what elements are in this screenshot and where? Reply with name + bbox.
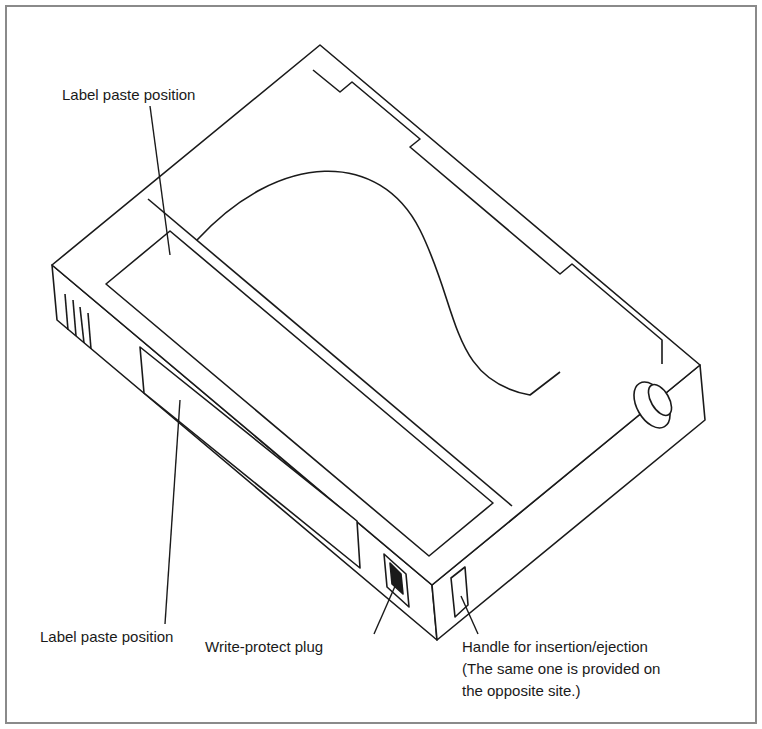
leader-line (461, 596, 478, 634)
cartridge (52, 45, 705, 640)
handle (451, 567, 468, 617)
part-label: Write-protect plug (205, 636, 323, 658)
leader-line (165, 400, 180, 624)
leader-lines (150, 106, 478, 634)
back-lip (313, 70, 662, 364)
roller (627, 376, 678, 434)
groove (73, 300, 76, 336)
front-label-area (140, 347, 360, 568)
groove (80, 307, 84, 343)
write-protect-plug (384, 554, 409, 607)
part-label: Handle for insertion/ejection (The same … (462, 636, 680, 702)
part-label: Label paste position (40, 626, 173, 648)
part-label: Label paste position (62, 84, 195, 106)
leader-line (374, 584, 396, 634)
frame (6, 6, 756, 723)
plug-inner (390, 563, 403, 594)
leader-line (150, 106, 170, 255)
top-face (52, 45, 700, 585)
roller-cap (644, 381, 677, 419)
groove (88, 313, 91, 349)
groove (65, 294, 68, 330)
